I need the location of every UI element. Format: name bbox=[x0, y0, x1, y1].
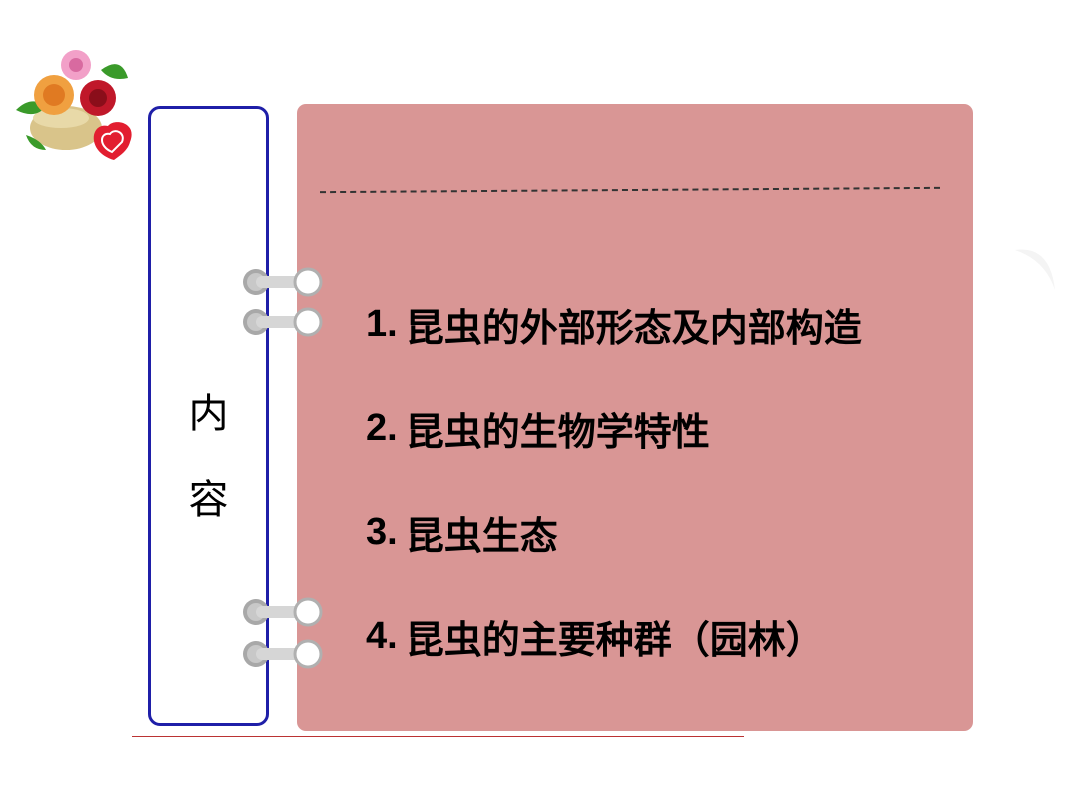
item-number: 4. bbox=[366, 614, 398, 657]
bottom-rule bbox=[132, 736, 744, 737]
binder-ring-icon bbox=[243, 597, 323, 627]
contents-side-tab: 内 容 bbox=[148, 106, 269, 726]
side-title-char: 容 bbox=[188, 477, 229, 523]
item-text: 昆虫的生物学特性 bbox=[405, 409, 710, 454]
flower-bouquet-icon bbox=[16, 50, 132, 160]
list-item: 1. 昆虫的外部形态及内部构造 bbox=[366, 272, 862, 376]
side-tab-title: 内 容 bbox=[151, 371, 266, 543]
corner-shine-decoration bbox=[1015, 249, 1055, 290]
item-text: 昆虫的外部形态及内部构造 bbox=[405, 305, 862, 350]
list-item: 3. 昆虫生态 bbox=[366, 480, 862, 584]
item-text: 昆虫的主要种群（园林） bbox=[405, 617, 824, 662]
item-number: 3. bbox=[366, 510, 398, 553]
item-text: 昆虫生态 bbox=[405, 513, 558, 558]
item-number: 1. bbox=[366, 302, 398, 345]
contents-panel bbox=[297, 104, 973, 731]
list-item: 4. 昆虫的主要种群（园林） bbox=[366, 584, 862, 688]
list-item: 2. 昆虫的生物学特性 bbox=[366, 376, 862, 480]
item-number: 2. bbox=[366, 406, 398, 449]
binder-ring-icon bbox=[243, 267, 323, 297]
binder-ring-icon bbox=[243, 639, 323, 669]
contents-list: 1. 昆虫的外部形态及内部构造 2. 昆虫的生物学特性 3. 昆虫生态 4. 昆… bbox=[366, 272, 862, 688]
binder-ring-icon bbox=[243, 307, 323, 337]
side-title-char: 内 bbox=[188, 391, 229, 437]
